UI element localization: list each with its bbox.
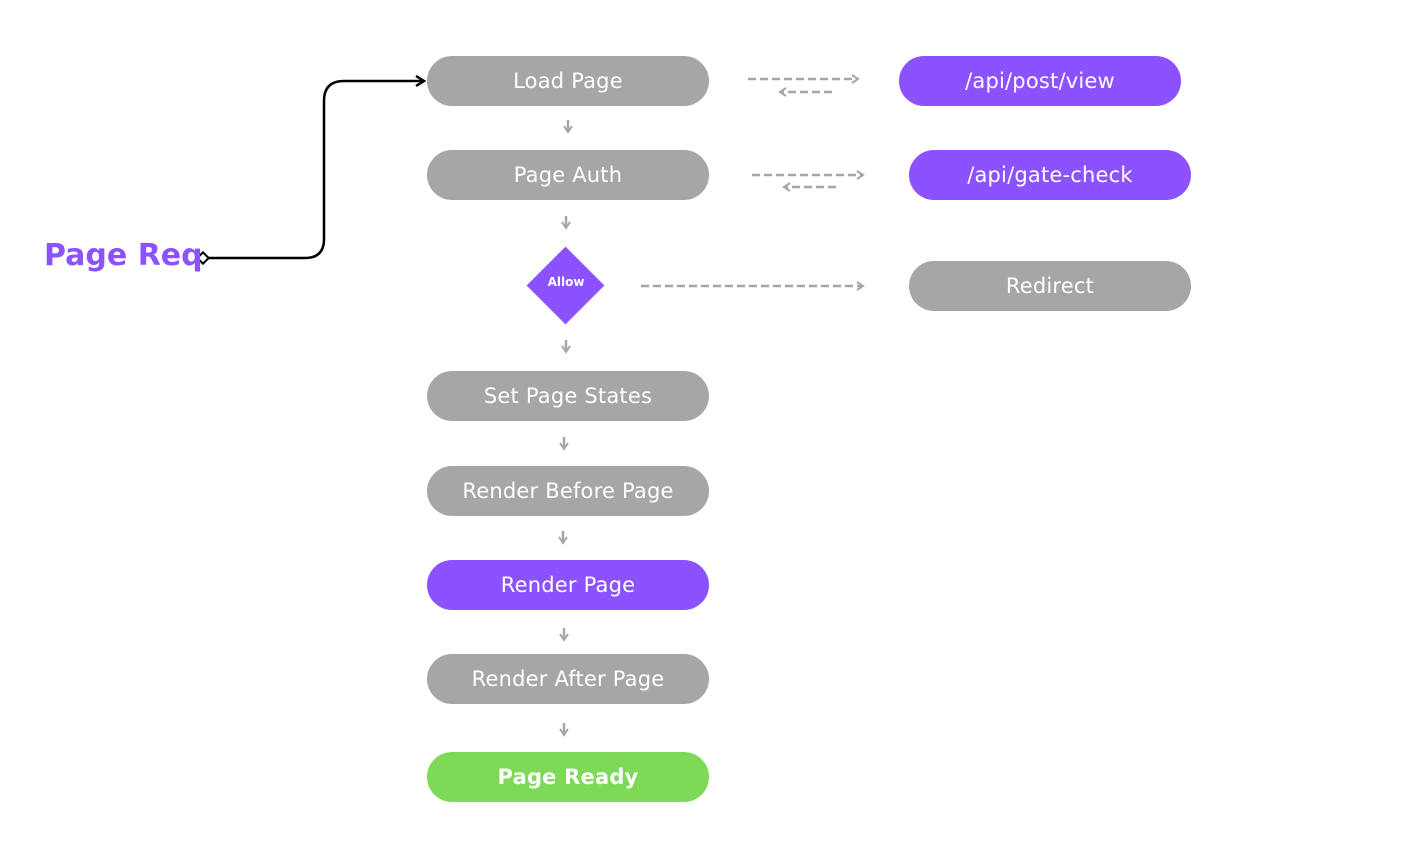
- node-load-page: Load Page: [427, 56, 709, 106]
- node-render-after-page: Render After Page: [427, 654, 709, 704]
- start-label: Page Req: [44, 238, 203, 273]
- start-connector-line: [207, 74, 427, 260]
- node-api-gate-check: /api/gate-check: [909, 150, 1191, 200]
- decision-label: Allow: [547, 275, 585, 289]
- node-api-post-view: /api/post/view: [899, 56, 1181, 106]
- start-connector-diamond: [195, 250, 211, 266]
- node-render-before-page: Render Before Page: [427, 466, 709, 516]
- node-page-ready: Page Ready: [427, 752, 709, 802]
- node-page-auth: Page Auth: [427, 150, 709, 200]
- node-set-page-states: Set Page States: [427, 371, 709, 421]
- node-redirect: Redirect: [909, 261, 1191, 311]
- node-render-page: Render Page: [427, 560, 709, 610]
